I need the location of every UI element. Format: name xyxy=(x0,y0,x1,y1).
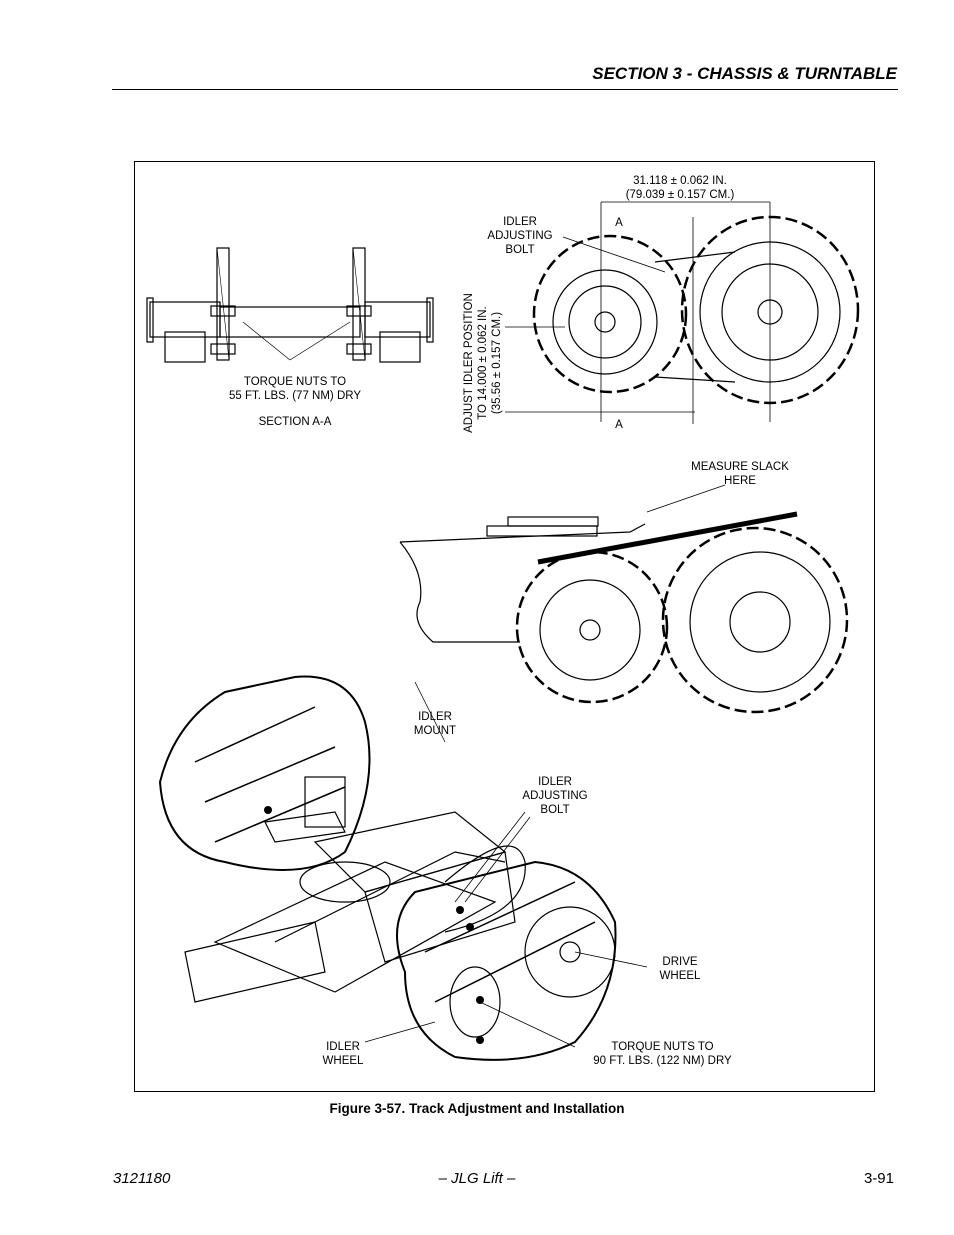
section-aa-drawing xyxy=(146,247,434,363)
track-illustration xyxy=(146,201,860,1061)
label-idler-adjusting-bolt-bottom: IDLER ADJUSTING BOLT xyxy=(522,776,588,816)
label-drive-wheel: DRIVE WHEEL xyxy=(659,956,701,982)
label-section-aa: SECTION A-A xyxy=(258,416,332,428)
label-idler-mount: IDLER MOUNT xyxy=(413,711,457,737)
section-header: SECTION 3 - CHASSIS & TURNTABLE xyxy=(592,64,897,83)
label-measure-slack: MEASURE SLACK HERE xyxy=(691,461,789,487)
footer-doc-number: 3121180 xyxy=(113,1170,171,1187)
label-marker-a-top: A xyxy=(615,217,623,229)
header-rule xyxy=(112,89,898,90)
top-track-side-view xyxy=(505,201,860,424)
label-marker-a-bottom: A xyxy=(615,419,623,431)
isometric-view xyxy=(158,675,648,1061)
label-dimension-width: 31.118 ± 0.062 IN. (79.039 ± 0.157 CM.) xyxy=(625,175,735,201)
label-idler-wheel: IDLER WHEEL xyxy=(322,1041,364,1067)
slack-view xyxy=(399,484,849,714)
label-idler-adjusting-bolt-top: IDLER ADJUSTING BOLT xyxy=(487,216,553,256)
label-torque-55: TORQUE NUTS TO 55 FT. LBS. (77 NM) DRY xyxy=(228,376,362,402)
figure-frame xyxy=(134,161,875,1092)
footer-brand: – JLG Lift – xyxy=(438,1170,516,1187)
figure-caption: Figure 3-57. Track Adjustment and Instal… xyxy=(329,1101,625,1116)
label-torque-90: TORQUE NUTS TO 90 FT. LBS. (122 NM) DRY xyxy=(593,1041,732,1067)
footer-page-number: 3-91 xyxy=(863,1170,894,1187)
